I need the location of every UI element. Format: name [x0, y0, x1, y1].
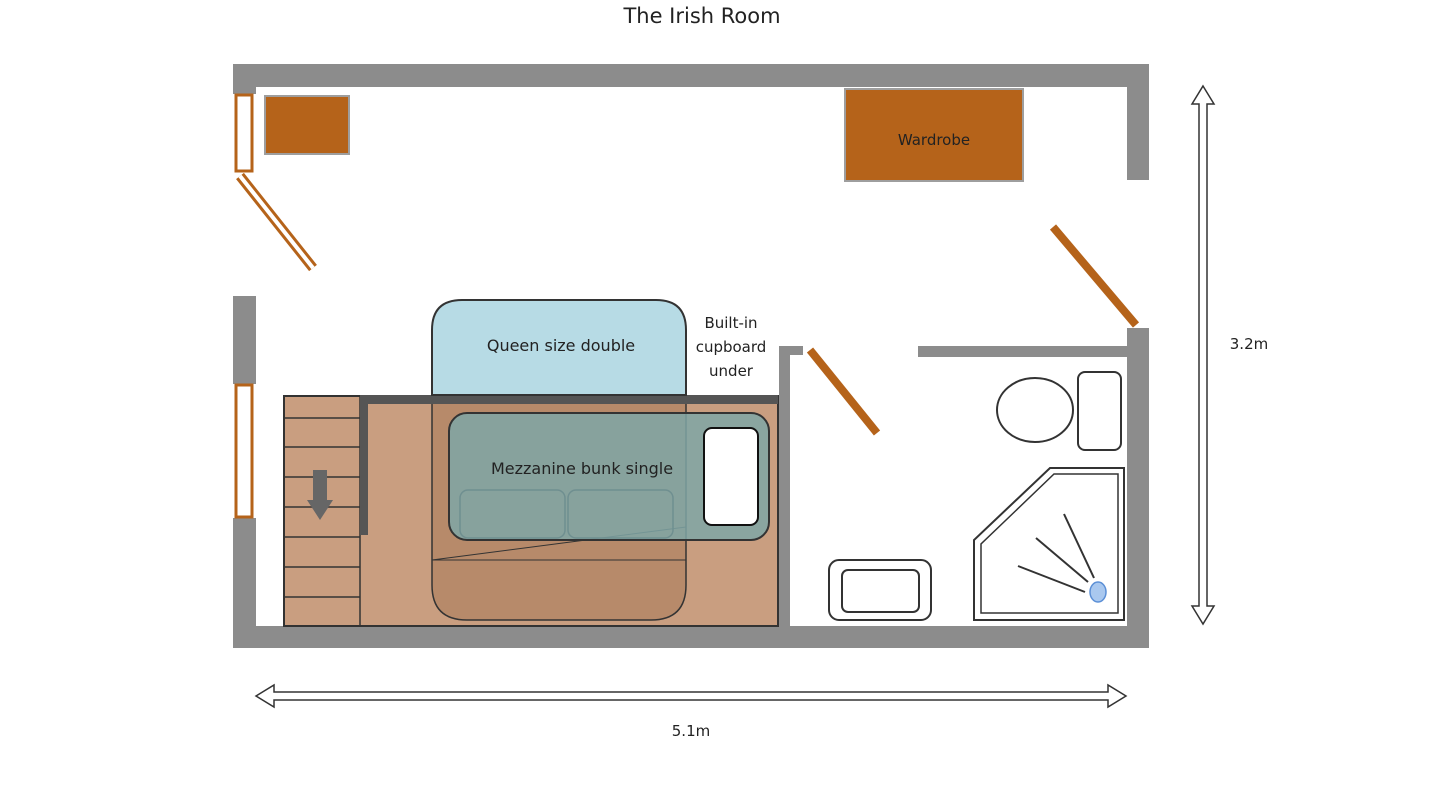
wall-left-lower — [233, 518, 256, 648]
bunk-cushion-left — [459, 489, 566, 539]
door-right — [1049, 224, 1140, 328]
bathroom-wall-stub — [779, 346, 803, 355]
wall-left-upper — [233, 64, 256, 94]
bunk-cushion-right — [567, 489, 674, 539]
toilet-cistern — [1077, 371, 1122, 451]
door-bathroom — [806, 347, 881, 436]
wall-right-lower — [1127, 328, 1149, 648]
mezzanine-bunk — [448, 412, 770, 541]
shower-head-icon — [1089, 581, 1107, 603]
door-entrance — [236, 172, 317, 272]
queen-bed — [431, 299, 687, 396]
bathroom-wall-vertical — [779, 346, 790, 628]
width-dimension-arrow — [254, 683, 1128, 709]
bunk-pillow — [703, 427, 759, 526]
shower-tray-inner — [980, 473, 1119, 614]
shower-spray — [1017, 513, 1095, 593]
window-lower — [234, 383, 254, 519]
window-upper — [234, 93, 254, 173]
bathroom-wall-horizontal — [918, 346, 1129, 357]
wall-top — [233, 64, 1149, 87]
queen-bed-label: Queen size double — [487, 336, 635, 355]
sink-inner — [841, 569, 920, 613]
cupboard-label-1: Built-in — [704, 314, 757, 332]
mezzanine-rail-top — [360, 395, 778, 404]
bunk-label: Mezzanine bunk single — [491, 459, 673, 478]
height-dimension-arrow — [1190, 84, 1216, 626]
wardrobe — [844, 88, 1024, 182]
wardrobe-label: Wardrobe — [898, 131, 970, 149]
side-table — [264, 95, 350, 155]
wall-left-middle — [233, 296, 256, 384]
height-label: 3.2m — [1230, 335, 1268, 353]
wall-bottom — [233, 626, 1149, 648]
toilet-bowl — [996, 377, 1074, 443]
cupboard-label-2: cupboard — [696, 338, 767, 356]
plan-title: The Irish Room — [623, 4, 781, 28]
walls — [233, 64, 1149, 648]
stairs-down-arrow-icon — [307, 470, 333, 520]
cupboard-label-3: under — [709, 362, 754, 380]
width-label: 5.1m — [672, 722, 710, 740]
mezzanine-rail-side — [360, 395, 368, 535]
wall-right-upper — [1127, 64, 1149, 180]
